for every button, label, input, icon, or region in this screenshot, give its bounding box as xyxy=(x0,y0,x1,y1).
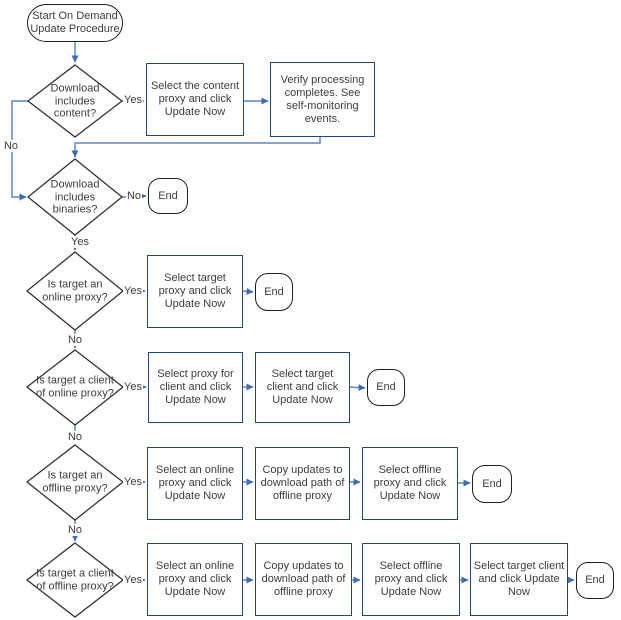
decision-download-binaries xyxy=(26,158,124,236)
process-select-target-client-offline: Select target client and click Update No… xyxy=(470,543,568,616)
decision-target-online-proxy-label: Is target an online proxy? xyxy=(42,278,108,304)
edge-label-no-offline-proxy: No xyxy=(66,524,84,536)
decision-download-content-label: Download includes content? xyxy=(50,82,100,120)
edge-label-yes-binaries: Yes xyxy=(70,236,90,248)
process-select-target-client-online: Select target client and click Update No… xyxy=(255,352,350,423)
connector-p1b-to-d2 xyxy=(71,137,321,158)
decision-target-offline-proxy-label: Is target an offline proxy? xyxy=(42,469,108,495)
process-copy-updates-client-offline: Copy updates to download path of offline… xyxy=(255,543,352,616)
edge-label-yes-content: Yes xyxy=(123,94,143,106)
start-terminator: Start On Demand Update Procedure xyxy=(27,4,123,42)
edge-label-yes-client-offline: Yes xyxy=(123,574,143,586)
connector-p3a-to-end xyxy=(242,287,254,295)
process-select-content-proxy: Select the content proxy and click Updat… xyxy=(146,63,244,136)
end-terminator-client-offline: End xyxy=(576,562,614,599)
connector-p4b-to-end xyxy=(349,384,366,392)
process-select-online-proxy-client-offline: Select an online proxy and click Update … xyxy=(147,543,243,616)
edge-label-no-content: No xyxy=(2,140,20,152)
edge-label-no-binaries: No xyxy=(125,190,143,202)
process-select-offline-proxy-client: Select offline proxy and click Update No… xyxy=(362,543,460,616)
decision-target-online-proxy xyxy=(25,251,125,331)
edge-label-yes-client-online: Yes xyxy=(123,381,143,393)
process-select-offline-proxy: Select offline proxy and click Update No… xyxy=(362,447,458,520)
decision-download-binaries-label: Download includes binaries? xyxy=(50,178,100,216)
decision-target-client-online-proxy-label: Is target a client of online proxy? xyxy=(36,374,114,400)
edge-label-no-online-proxy: No xyxy=(66,334,84,346)
decision-target-client-online-proxy xyxy=(25,349,125,426)
decision-target-client-offline-proxy xyxy=(25,542,125,618)
process-copy-updates-offline: Copy updates to download path of offline… xyxy=(255,447,350,520)
end-terminator-online-proxy: End xyxy=(255,273,293,311)
edge-label-yes-offline-proxy: Yes xyxy=(123,476,143,488)
process-verify-processing: Verify processing completes. See self-mo… xyxy=(270,62,375,137)
end-terminator-client-online: End xyxy=(367,369,405,406)
decision-target-offline-proxy xyxy=(25,444,125,521)
decision-download-content xyxy=(26,64,124,138)
edge-label-yes-online-proxy: Yes xyxy=(123,285,143,297)
decision-target-client-offline-proxy-label: Is target a client of offline proxy? xyxy=(36,567,114,593)
process-select-online-proxy-offline: Select an online proxy and click Update … xyxy=(147,447,243,520)
end-terminator-binaries: End xyxy=(148,178,188,214)
edge-label-no-client-online: No xyxy=(66,431,84,443)
end-terminator-offline-proxy: End xyxy=(472,465,512,503)
process-select-target-proxy: Select target proxy and click Update Now xyxy=(147,255,243,328)
process-select-proxy-for-client: Select proxy for client and click Update… xyxy=(148,352,243,423)
